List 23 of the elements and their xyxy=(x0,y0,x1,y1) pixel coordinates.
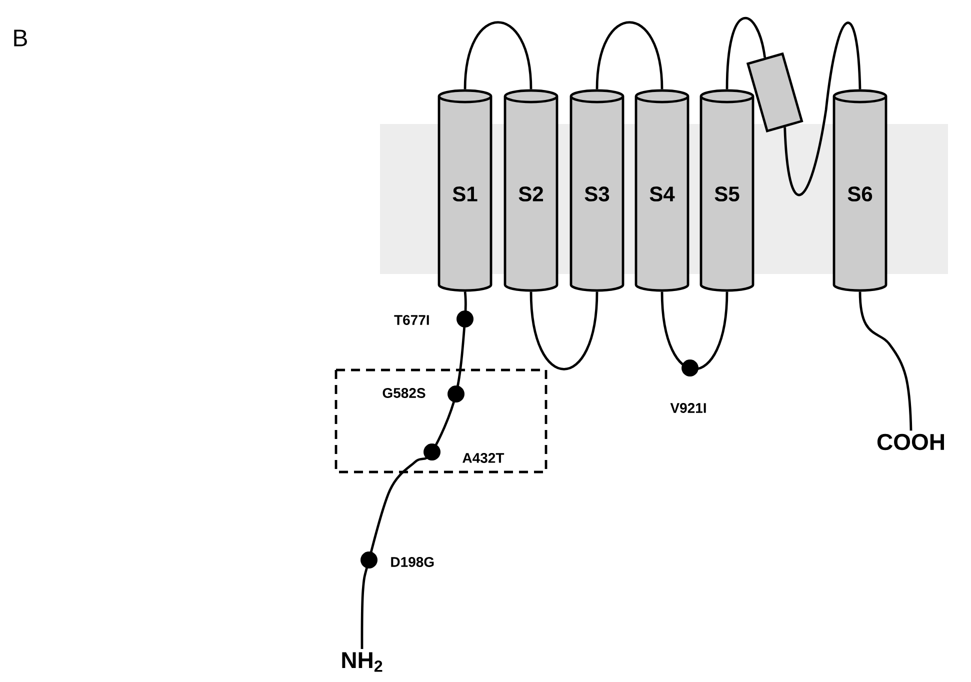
chain-line xyxy=(464,21,532,90)
chain-line xyxy=(660,292,728,370)
mutation-label: D198G xyxy=(391,557,434,567)
mutation-label: G582S xyxy=(382,388,426,398)
helix-cylinder: S3 xyxy=(570,89,624,292)
mutation-label: T677I xyxy=(394,315,429,325)
mutation-label: A432T xyxy=(462,453,504,463)
terminus-label: COOH xyxy=(877,434,944,450)
chain-line xyxy=(858,292,912,431)
chain-line xyxy=(530,292,598,370)
pore-helix-cylinder xyxy=(746,52,803,132)
panel-letter: B xyxy=(14,30,27,46)
helix-cylinder: S1 xyxy=(438,89,492,292)
terminus-label: NH$_{2}$ xyxy=(342,652,382,672)
chain-line xyxy=(726,17,766,90)
helix-cylinder: S2 xyxy=(504,89,558,292)
helix-cylinder: S5 xyxy=(700,89,754,292)
chain-line xyxy=(784,22,862,196)
chain-line xyxy=(360,292,467,650)
mutation-label: V921I xyxy=(670,403,706,413)
helix-cylinder: S6 xyxy=(832,89,888,292)
chain-line xyxy=(596,21,664,90)
helix-cylinder: S4 xyxy=(634,89,690,292)
